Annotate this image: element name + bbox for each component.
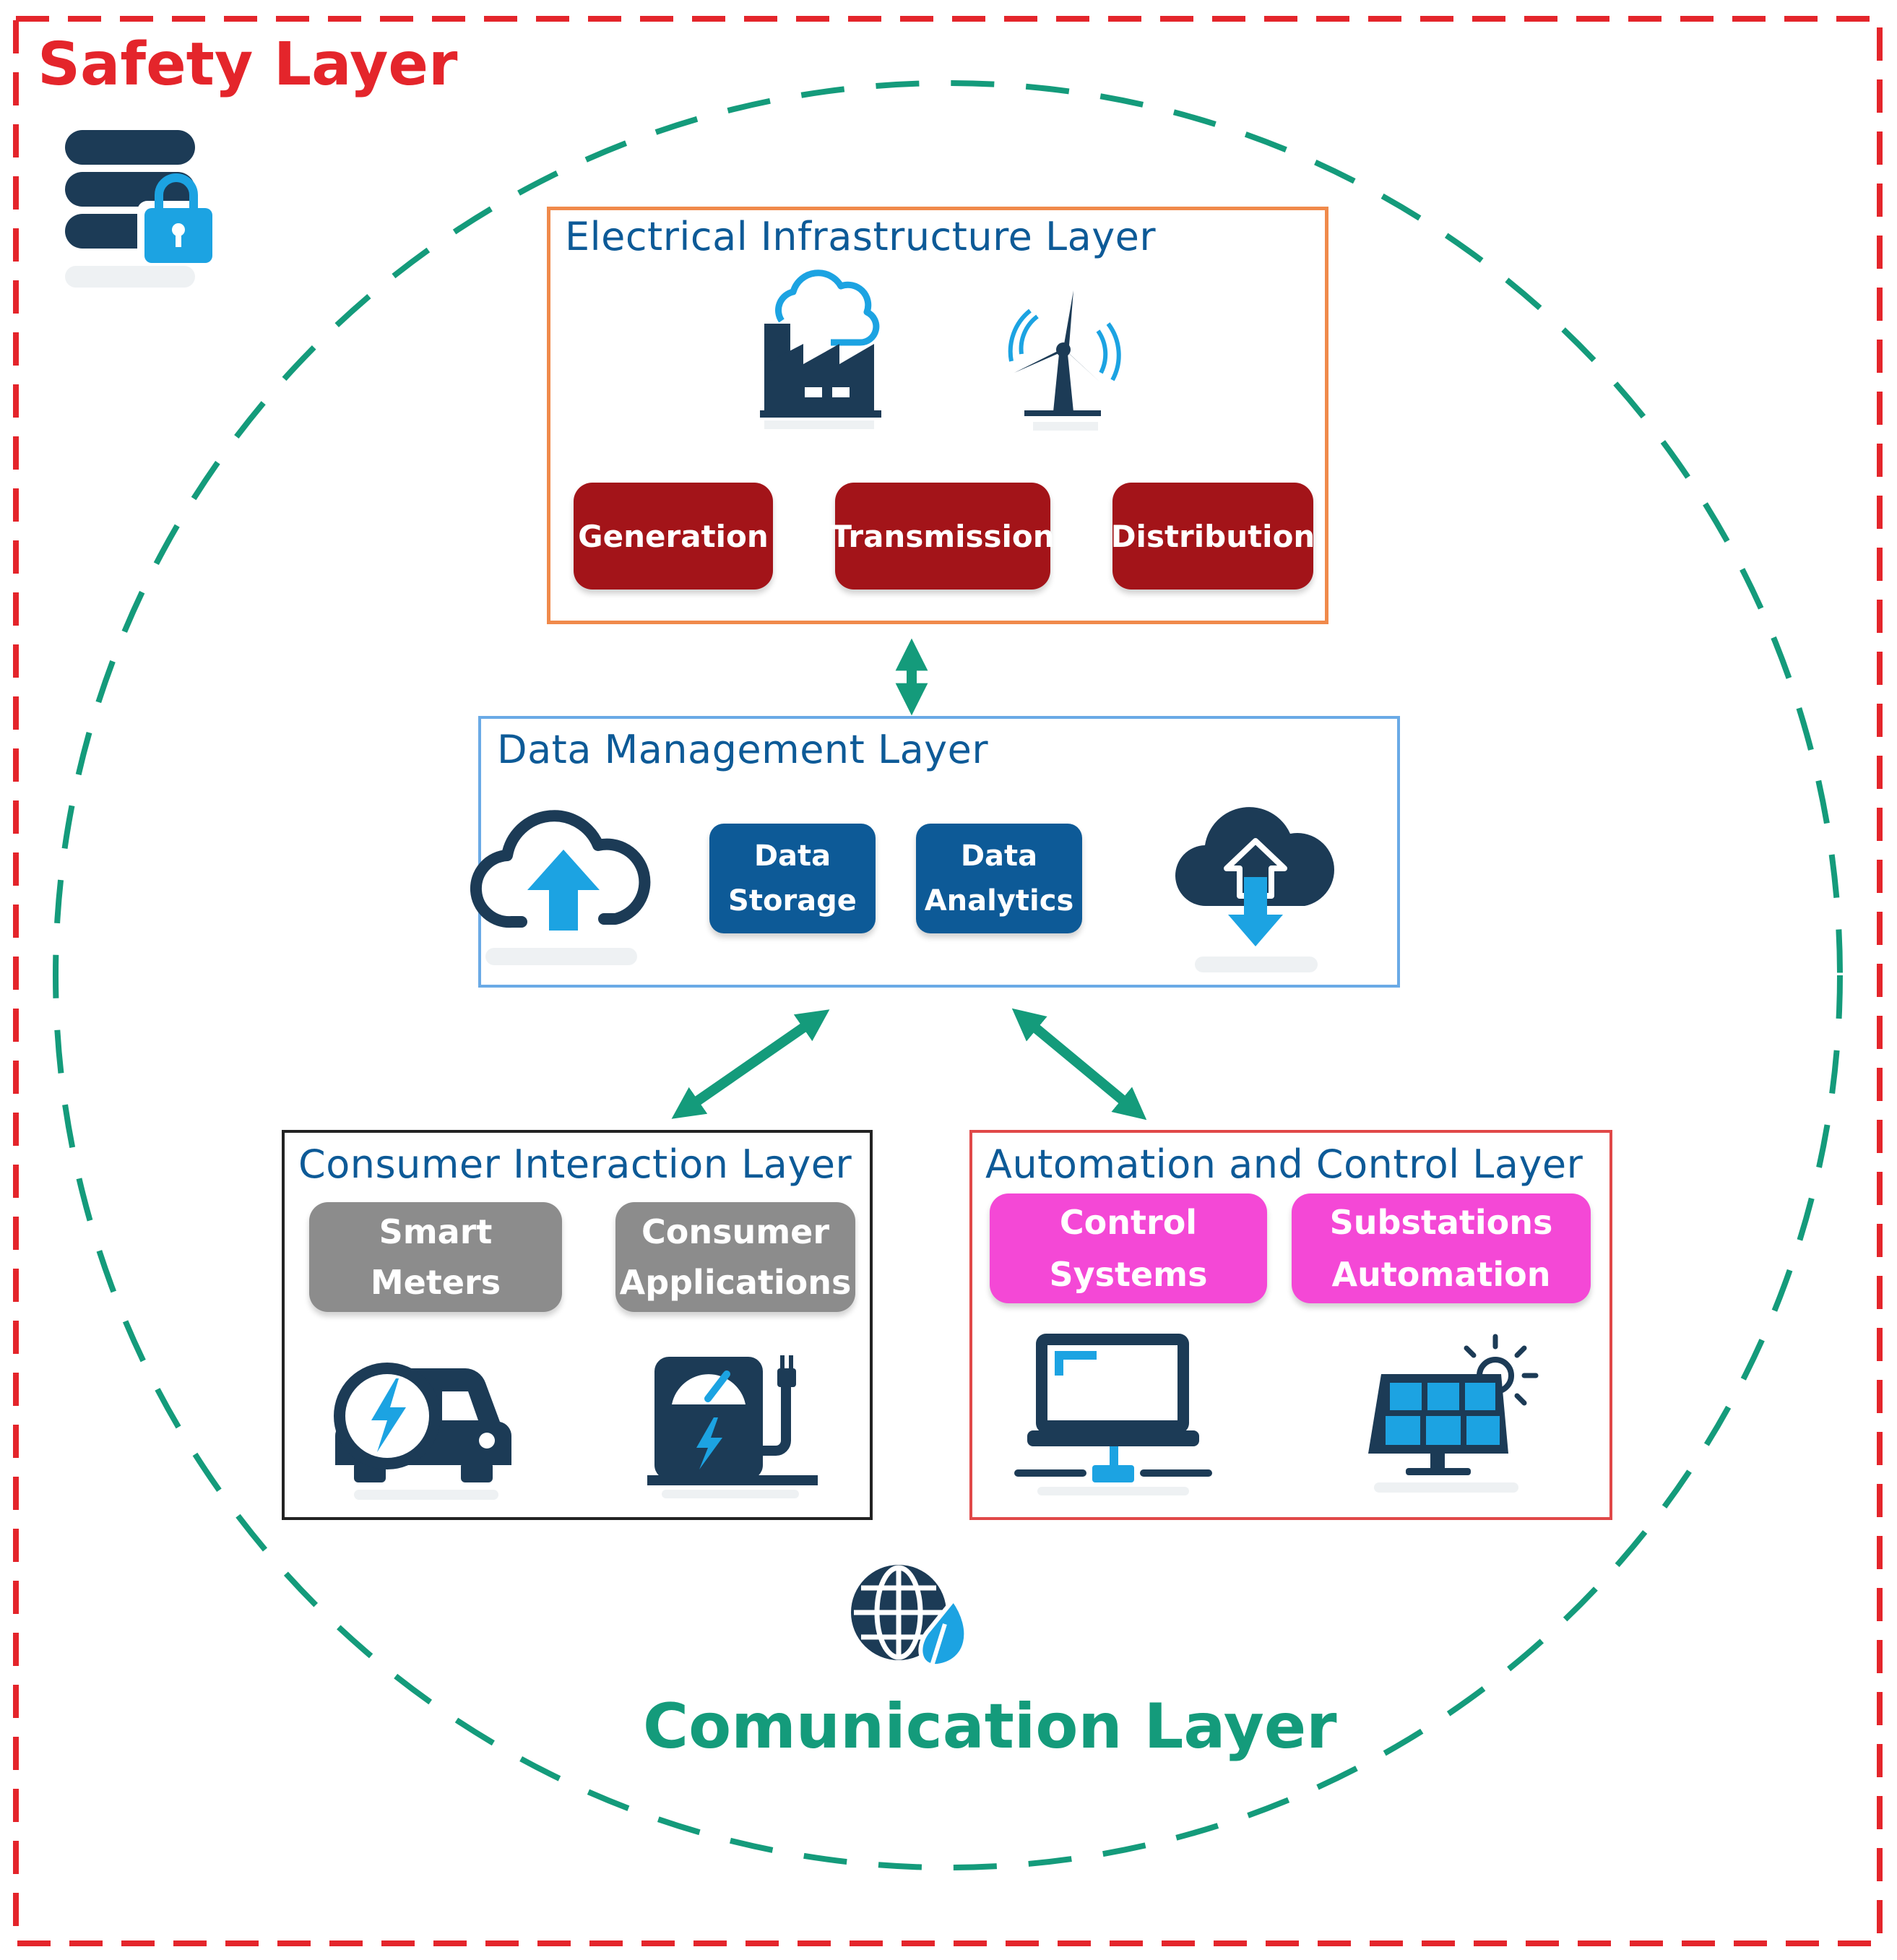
electrical-layer-title: Electrical Infrastructure Layer bbox=[565, 214, 1157, 259]
consumer-layer-title: Consumer Interaction Layer bbox=[298, 1141, 852, 1187]
computer-network-icon bbox=[1014, 1334, 1212, 1495]
control-systems-label-1: Control bbox=[1059, 1203, 1198, 1242]
electrical-infrastructure-layer bbox=[547, 207, 1328, 624]
safety-layer-title: Safety Layer bbox=[38, 30, 458, 99]
data-storage-label-2: Storage bbox=[728, 884, 857, 918]
consumer-applications-label-1: Consumer bbox=[641, 1212, 830, 1251]
cloud-download-icon bbox=[1175, 807, 1334, 972]
factory-cloud-icon bbox=[760, 269, 881, 429]
arrow-data-automation bbox=[1011, 1008, 1147, 1121]
consumer-interaction-layer bbox=[282, 1130, 873, 1520]
solar-panel-icon bbox=[1368, 1334, 1539, 1493]
globe-leaf-icon bbox=[851, 1565, 969, 1671]
generation-button[interactable]: Generation bbox=[574, 483, 773, 590]
charging-station-icon bbox=[647, 1355, 818, 1498]
cloud-upload-icon bbox=[470, 810, 651, 965]
automation-layer-title: Automation and Control Layer bbox=[985, 1141, 1583, 1187]
communication-layer-circle bbox=[53, 80, 1843, 1870]
smart-meters-label-2: Meters bbox=[370, 1263, 501, 1302]
arrow-data-consumer bbox=[671, 1009, 830, 1119]
data-analytics-label-2: Analytics bbox=[924, 884, 1074, 918]
consumer-applications-label-2: Applications bbox=[619, 1263, 852, 1302]
database-lock-icon bbox=[65, 130, 218, 288]
electric-car-icon bbox=[334, 1363, 512, 1500]
wind-turbine-icon bbox=[1008, 290, 1121, 431]
substations-automation-label-2: Automation bbox=[1331, 1255, 1551, 1294]
data-layer-title: Data Management Layer bbox=[497, 727, 989, 772]
transmission-button[interactable]: Transmission bbox=[831, 483, 1055, 590]
generation-label: Generation bbox=[578, 518, 769, 554]
data-analytics-label-1: Data bbox=[960, 839, 1038, 873]
control-systems-label-2: Systems bbox=[1049, 1255, 1208, 1294]
data-storage-label-1: Data bbox=[753, 839, 831, 873]
distribution-button[interactable]: Distribution bbox=[1110, 483, 1315, 590]
automation-control-layer bbox=[969, 1130, 1612, 1520]
data-management-layer bbox=[478, 716, 1400, 988]
smart-meters-label-1: Smart bbox=[379, 1212, 493, 1251]
communication-layer-title: Comunication Layer bbox=[643, 1691, 1337, 1763]
distribution-label: Distribution bbox=[1110, 518, 1315, 554]
substations-automation-label-1: Substations bbox=[1329, 1203, 1553, 1242]
transmission-label: Transmission bbox=[831, 518, 1055, 554]
